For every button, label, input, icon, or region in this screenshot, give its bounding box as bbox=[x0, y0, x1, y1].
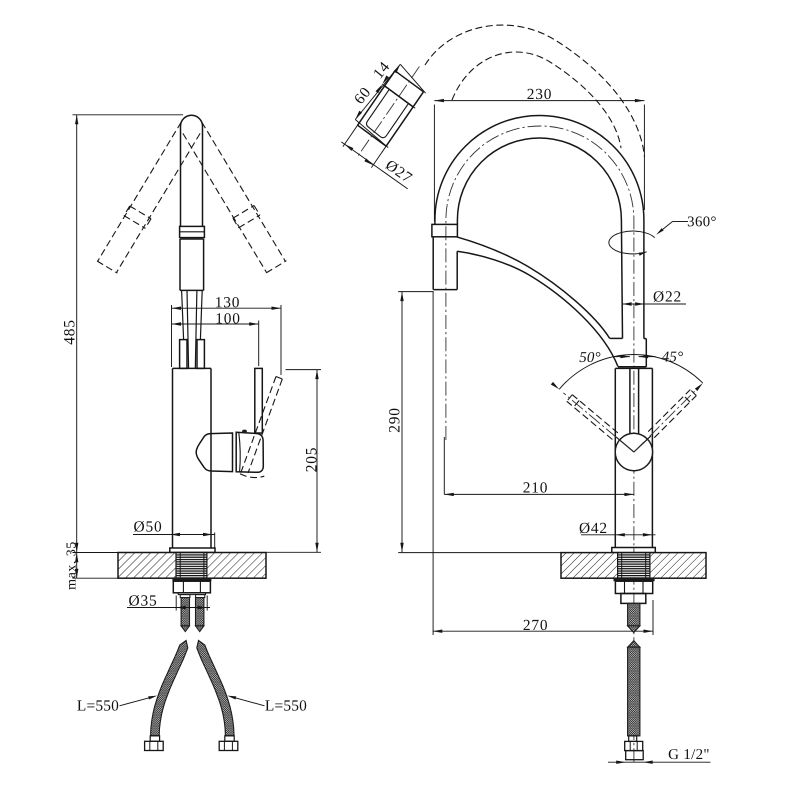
svg-text:Ø42: Ø42 bbox=[579, 520, 608, 537]
svg-text:290: 290 bbox=[387, 407, 404, 433]
svg-text:205: 205 bbox=[304, 447, 321, 473]
svg-text:G 1/2": G 1/2" bbox=[668, 747, 710, 763]
svg-text:230: 230 bbox=[527, 86, 553, 103]
svg-text:L=550: L=550 bbox=[77, 697, 119, 714]
svg-text:60: 60 bbox=[351, 84, 375, 108]
svg-text:14: 14 bbox=[370, 58, 394, 82]
svg-text:Ø50: Ø50 bbox=[134, 518, 163, 535]
svg-text:485: 485 bbox=[62, 319, 79, 345]
svg-text:45°: 45° bbox=[662, 349, 684, 365]
svg-text:L=550: L=550 bbox=[265, 697, 307, 714]
svg-text:100: 100 bbox=[215, 310, 241, 327]
svg-text:max. 35: max. 35 bbox=[64, 541, 79, 590]
svg-text:Ø22: Ø22 bbox=[653, 288, 682, 305]
svg-text:50°: 50° bbox=[579, 350, 601, 366]
svg-text:Ø35: Ø35 bbox=[129, 592, 158, 609]
svg-text:210: 210 bbox=[523, 479, 549, 496]
svg-text:270: 270 bbox=[523, 617, 549, 634]
svg-text:130: 130 bbox=[215, 294, 241, 311]
svg-text:360°: 360° bbox=[687, 214, 717, 230]
